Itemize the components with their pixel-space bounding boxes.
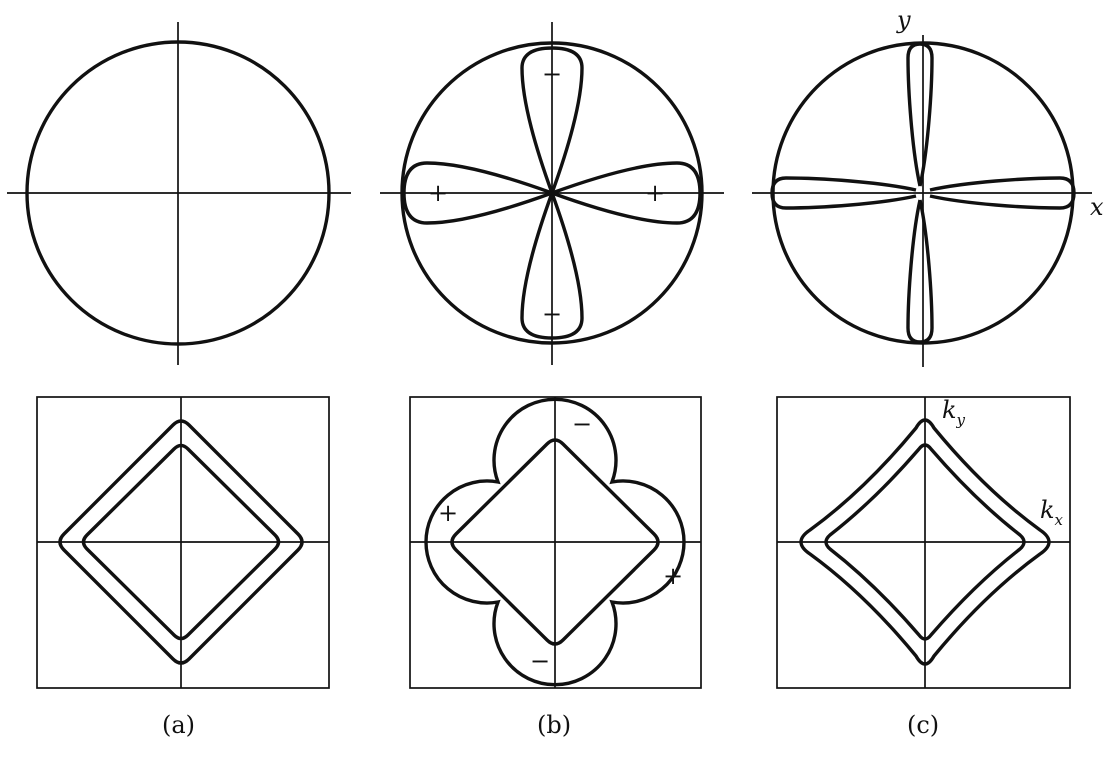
sign-lower-right: + [663,562,683,590]
bar-bottom [906,199,934,344]
kx-label: kx [1040,496,1064,529]
panel-a-top [7,22,351,365]
petal-contour [424,397,686,687]
inner-contour [824,443,1026,641]
ky-label: ky [942,396,966,429]
panel-a: (a) [7,22,351,739]
bar-left [770,176,917,210]
caption-b: (b) [537,711,571,739]
sign-upper-top: − [542,60,562,88]
lobe-left [402,161,557,225]
sign-lower-left: + [438,499,458,527]
panel-a-bottom [36,396,330,689]
x-axis-label: x [1090,193,1104,221]
sign-upper-right: + [645,179,665,207]
panel-b-bottom: − − + + [409,396,702,689]
sign-lower-bottom: − [530,647,550,675]
panel-b-top: + + − − [380,22,724,365]
inner-diamond [81,443,281,641]
sign-upper-bottom: − [542,300,562,328]
outer-diamond [58,419,304,665]
caption-c: (c) [907,711,939,739]
panel-c-bottom: ky kx [776,396,1071,689]
panel-c: y x ky kx (c) [752,6,1104,739]
caption-a: (a) [162,711,195,739]
y-axis-label: y [896,6,911,34]
panel-c-top: y x [752,6,1104,367]
sign-lower-top: − [572,410,592,438]
inner-diamond [450,438,660,646]
panel-b: + + − − − − + + (b) [380,22,724,739]
lobe-top [520,46,584,198]
lobe-right [547,161,702,225]
bar-top [906,42,934,187]
lobe-bottom [520,188,584,340]
bar-right [929,176,1076,210]
sign-upper-left: + [428,179,448,207]
outer-contour [799,418,1051,666]
